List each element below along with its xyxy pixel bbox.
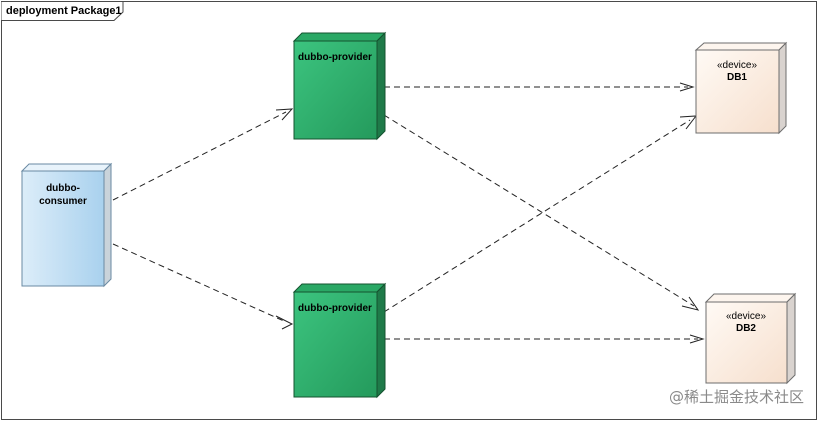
- watermark-text: @稀土掘金技术社区: [669, 388, 804, 406]
- arrowhead-icon: [681, 296, 700, 311]
- dependency-consumer-to-provider-bottom: [112, 243, 287, 323]
- arrowhead-icon: [275, 315, 294, 330]
- arrowhead-icon: [689, 334, 705, 344]
- db1-label: DB1: [727, 72, 747, 83]
- arrowhead-icon: [679, 82, 695, 92]
- dependency-provider-top-to-db2: [383, 114, 695, 307]
- provider-bottom-label: dubbo-provider: [298, 303, 372, 314]
- node-dubbo-provider-bottom[interactable]: dubbo-provider: [292, 282, 387, 399]
- dependency-provider-bottom-to-db1: [383, 119, 691, 313]
- dependency-lines: [112, 82, 705, 344]
- consumer-label-line1: dubbo-: [46, 183, 80, 194]
- frame-title: deployment Package1: [6, 5, 122, 17]
- db2-stereotype: «device»: [726, 311, 766, 322]
- node-db1-device[interactable]: «device» DB1: [694, 41, 788, 135]
- arrowhead-icon: [275, 108, 294, 121]
- db1-stereotype: «device»: [717, 60, 757, 71]
- db2-label: DB2: [736, 323, 756, 334]
- node-db2-device[interactable]: «device» DB2: [704, 292, 797, 385]
- consumer-label-line2: consumer: [39, 196, 87, 207]
- node-dubbo-consumer[interactable]: dubbo- consumer: [20, 162, 113, 288]
- dependency-consumer-to-provider-top: [112, 111, 287, 201]
- provider-top-label: dubbo-provider: [298, 52, 372, 63]
- node-dubbo-provider-top[interactable]: dubbo-provider: [292, 31, 387, 141]
